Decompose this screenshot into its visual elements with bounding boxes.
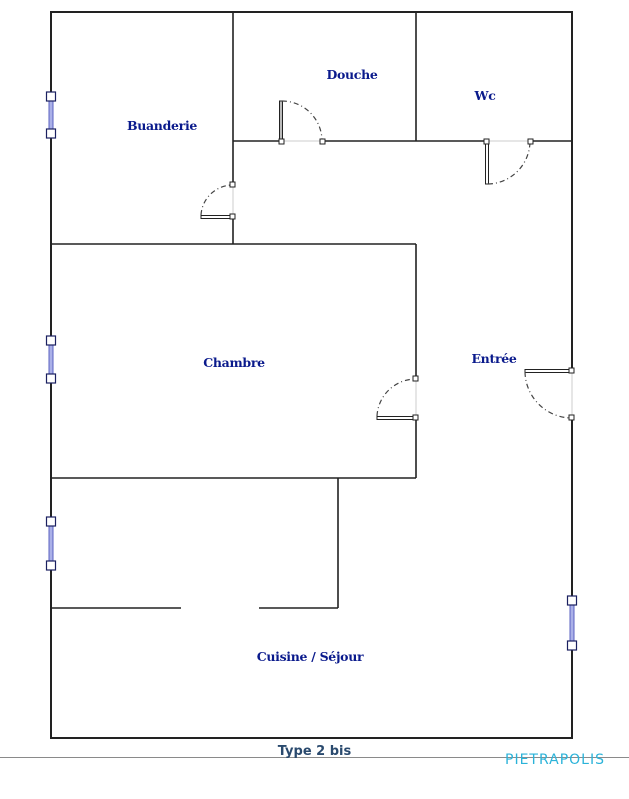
window-chambre [45, 335, 57, 384]
door-buanderie [200, 181, 236, 220]
plan-title: Type 2 bis [277, 744, 352, 759]
room-label-wc: Wc [473, 88, 496, 103]
door-chambre [376, 375, 419, 421]
brand-logo: PIETRAPOLIS [505, 752, 605, 768]
room-label-chambre: Chambre [203, 355, 265, 370]
door-douche [278, 100, 326, 145]
footer-rule [0, 757, 629, 758]
door-entree [524, 367, 575, 421]
room-label-entree: Entrée [471, 351, 516, 366]
room-label-cuisine-sejour: Cuisine / Séjour [257, 649, 364, 664]
window-buanderie [45, 91, 57, 139]
room-label-douche: Douche [326, 67, 377, 82]
window-sejour [566, 595, 578, 651]
room-label-buanderie: Buanderie [127, 118, 197, 133]
door-wc [483, 138, 534, 185]
window-cuisine [45, 516, 57, 571]
